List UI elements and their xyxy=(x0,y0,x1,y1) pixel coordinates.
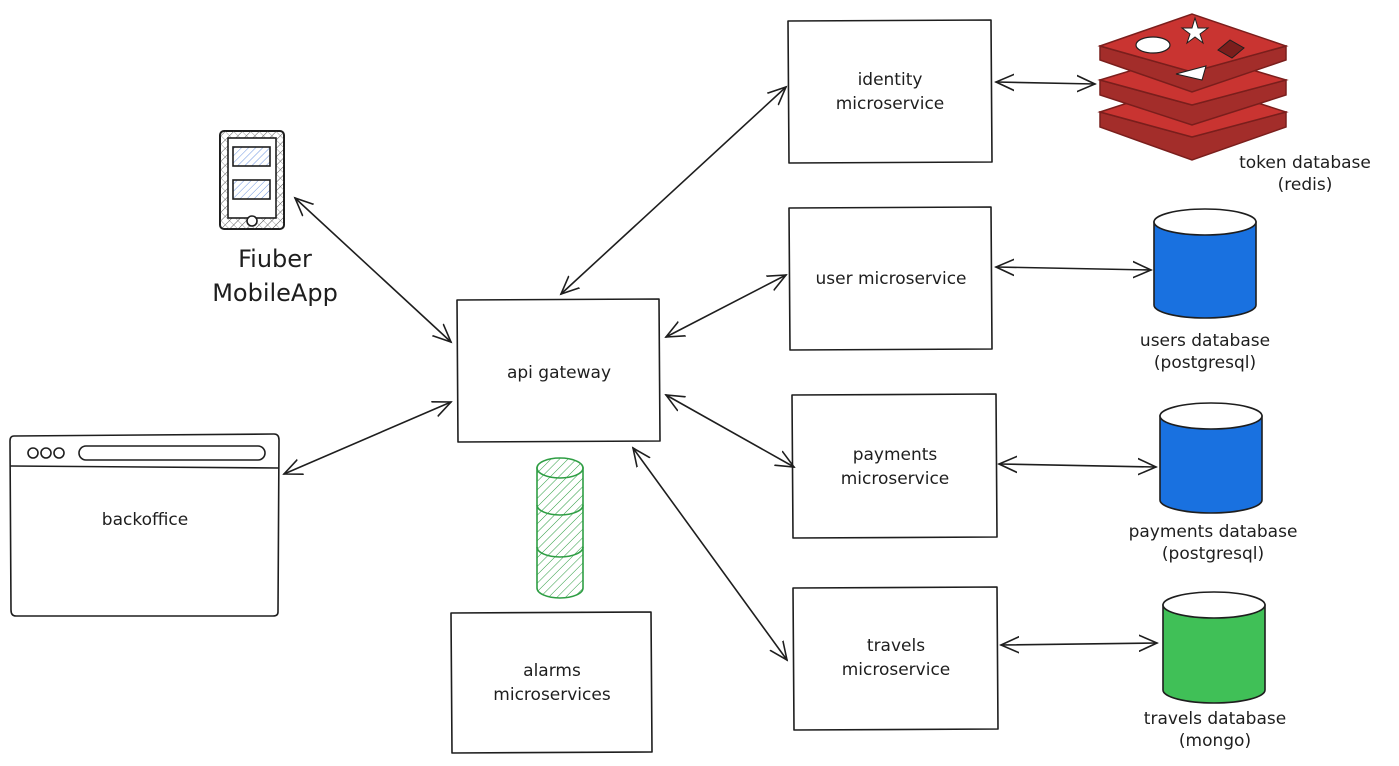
arrow-gateway-user xyxy=(666,275,786,337)
payments-service-label-line1: payments xyxy=(852,445,938,465)
arrow-mobile-gateway xyxy=(295,198,451,342)
user-service-label: user microservice xyxy=(790,267,992,291)
api-gateway-box xyxy=(456,298,661,443)
travels-db-cylinder-icon xyxy=(1162,591,1266,704)
alarms-label-line2: microservices xyxy=(493,685,611,705)
arrow-gateway-payments xyxy=(666,395,794,467)
payments-service-label-line2: microservice xyxy=(840,469,950,489)
connectors xyxy=(284,82,1157,660)
arrow-backoffice-gateway xyxy=(284,402,451,474)
users-db-label: users database (postgresql) xyxy=(1110,330,1300,374)
payments-service-box xyxy=(791,393,998,539)
token-db-label-line2: (redis) xyxy=(1277,175,1333,195)
identity-service-label: identity microservice xyxy=(789,68,991,116)
alarms-label-line1: alarms xyxy=(523,661,581,681)
arrow-identity-redis xyxy=(996,82,1095,84)
green-hatched-cylinder-icon xyxy=(536,457,584,599)
mobile-app-label: Fiuber MobileApp xyxy=(200,242,350,310)
identity-service-box xyxy=(787,19,993,164)
redis-stack-icon xyxy=(1097,13,1289,161)
payments-service-label: payments microservice xyxy=(793,443,997,491)
user-service-box xyxy=(788,206,993,351)
arrow-payments-paymentsdb xyxy=(999,464,1156,467)
payments-db-label: payments database (postgresql) xyxy=(1108,521,1318,565)
travels-db-label-line2: (mongo) xyxy=(1178,731,1252,751)
browser-window-icon xyxy=(9,433,280,617)
mobile-app-label-line1: Fiuber xyxy=(238,245,312,273)
mobile-app-label-line2: MobileApp xyxy=(212,279,338,307)
travels-db-label: travels database (mongo) xyxy=(1115,708,1315,752)
alarms-box xyxy=(450,611,653,754)
users-db-cylinder-icon xyxy=(1153,208,1257,319)
user-service-label-line1: user microservice xyxy=(815,269,967,289)
mobile-phone-icon xyxy=(219,130,285,230)
arrow-gateway-identity xyxy=(561,87,786,294)
users-db-label-line2: (postgresql) xyxy=(1153,353,1257,373)
arrow-user-usersdb xyxy=(996,267,1151,270)
token-db-label: token database (redis) xyxy=(1215,152,1395,196)
alarms-label: alarms microservices xyxy=(452,659,652,707)
payments-db-label-line2: (postgresql) xyxy=(1161,544,1265,564)
identity-service-label-line1: identity xyxy=(857,70,923,90)
payments-db-cylinder-icon xyxy=(1159,402,1263,514)
travels-service-label-line1: travels xyxy=(866,636,926,656)
travels-service-label-line2: microservice xyxy=(841,660,951,680)
api-gateway-label: api gateway xyxy=(506,363,612,383)
arrow-gateway-travels xyxy=(633,448,787,660)
travels-service-box xyxy=(792,586,999,731)
token-db-label-line1: token database xyxy=(1239,153,1371,173)
identity-service-label-line2: microservice xyxy=(835,94,945,114)
arrow-travels-travelsdb xyxy=(1001,643,1157,645)
travels-service-label: travels microservice xyxy=(794,634,998,682)
travels-db-label-line1: travels database xyxy=(1143,709,1287,729)
backoffice-label: backoffice xyxy=(101,510,189,530)
users-db-label-line1: users database xyxy=(1139,331,1271,351)
payments-db-label-line1: payments database xyxy=(1128,522,1298,542)
